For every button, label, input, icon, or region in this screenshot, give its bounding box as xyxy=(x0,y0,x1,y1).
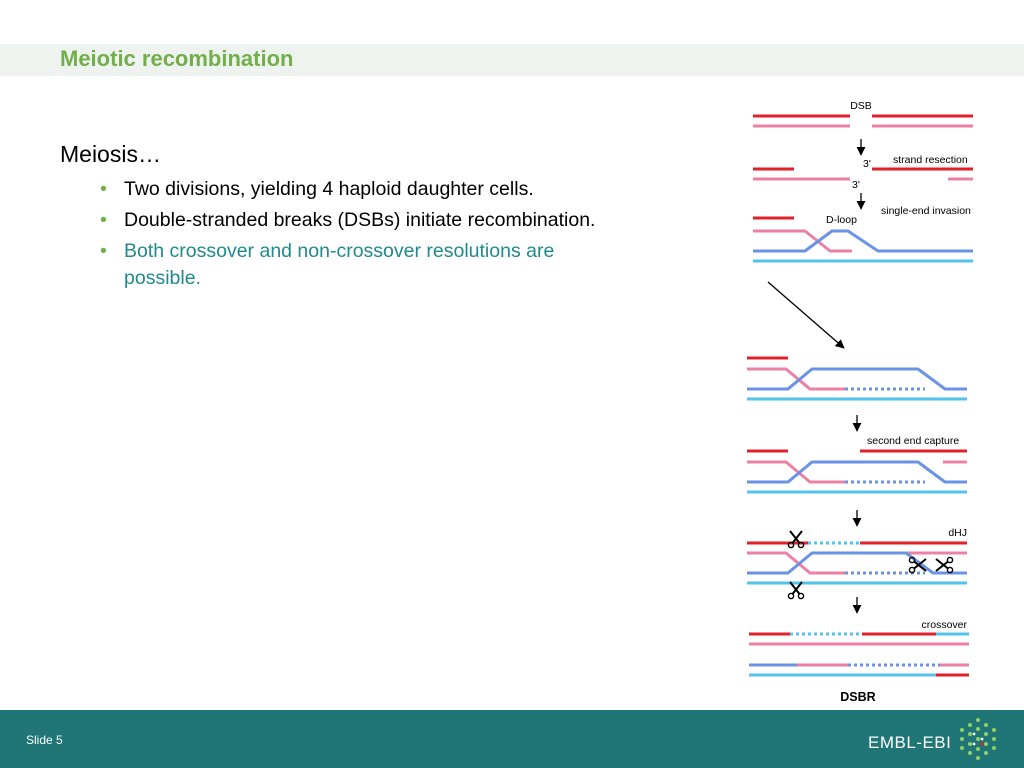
dsbr-diagram: DSB 3' strand resection 3' single-end in… xyxy=(747,100,973,704)
scissors-icon xyxy=(935,556,954,574)
stage-second-end-capture xyxy=(747,449,967,494)
label-dsbr: DSBR xyxy=(840,690,875,704)
embl-ebi-logo-icon xyxy=(960,718,996,760)
embl-ebi-logo-text: EMBL-EBI xyxy=(868,733,952,752)
slide-title: Meiotic recombination xyxy=(60,46,294,71)
bullet-item: • Double-stranded breaks (DSBs) initiate … xyxy=(100,207,620,234)
stage-dhj xyxy=(747,541,967,585)
bullet-text: Two divisions, yielding 4 haploid daught… xyxy=(124,178,534,200)
scissors-icon xyxy=(787,530,805,549)
bullet-dot-icon: • xyxy=(100,209,107,231)
bullet-dot-icon: • xyxy=(100,240,107,262)
label-d-loop: D-loop xyxy=(826,214,857,226)
label-strand-resection: strand resection xyxy=(893,154,968,166)
stage-crossover xyxy=(749,632,969,677)
label-dhj: dHJ xyxy=(948,527,967,539)
label-3prime-bottom: 3' xyxy=(852,179,860,191)
bullet-item: • Two divisions, yielding 4 haploid daugh… xyxy=(100,176,620,203)
bullet-text: Double-stranded breaks (DSBs) initiate r… xyxy=(124,209,596,231)
stage-invasion xyxy=(753,216,973,263)
label-second-end-capture: second end capture xyxy=(867,435,959,447)
bullet-text: Both crossover and non-crossover resolut… xyxy=(124,240,555,289)
bullet-list: • Two divisions, yielding 4 haploid daugh… xyxy=(100,176,620,296)
title-band xyxy=(0,44,1024,76)
footer-bar xyxy=(0,710,1024,768)
stage-dsb xyxy=(753,114,973,128)
flow-arrows xyxy=(767,139,866,614)
diagonal-arrow-icon xyxy=(767,281,845,349)
bullet-item: • Both crossover and non-crossover resolu… xyxy=(100,238,620,292)
label-single-end-invasion: single-end invasion xyxy=(881,205,971,217)
label-crossover: crossover xyxy=(921,619,967,631)
slide-number: Slide 5 xyxy=(26,733,63,747)
label-3prime-top: 3' xyxy=(863,158,871,170)
bullet-dot-icon: • xyxy=(100,178,107,200)
label-dsb: DSB xyxy=(850,100,872,112)
content-heading: Meiosis… xyxy=(60,141,161,167)
stage-resection xyxy=(753,167,973,181)
stage-extension xyxy=(747,356,967,401)
